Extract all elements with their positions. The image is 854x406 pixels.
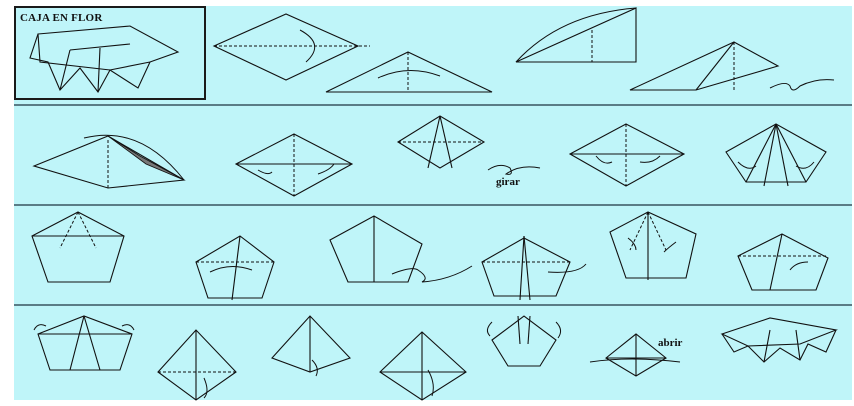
step-12-hexagon-turn <box>330 216 472 282</box>
step-1-square-diamond <box>214 14 370 80</box>
step-14-hexagon-dashed <box>610 212 696 280</box>
step-15-hexagon-arrow <box>738 234 828 290</box>
step-17-pyramid <box>158 330 236 400</box>
step-16-petals-open <box>34 316 134 370</box>
step-2-triangle <box>326 52 492 92</box>
step-11-hexagon-fold <box>196 236 274 300</box>
step-8-square-base-back <box>570 124 684 186</box>
step-7-petal-folds <box>398 116 540 174</box>
finished-flower-box-thumbnail <box>30 26 178 92</box>
step-3-fold-up <box>516 8 636 62</box>
step-9-kite-folds <box>726 124 826 186</box>
step-20-petals-up <box>487 316 560 366</box>
step-10-hexagon <box>32 212 124 282</box>
step-21-open-box <box>590 334 680 376</box>
finished-flower-box <box>722 318 836 362</box>
step-13-center-point <box>482 236 586 300</box>
step-4-squash <box>630 42 834 90</box>
step-6-square-base <box>236 134 352 196</box>
step-19-pyramid-fold <box>380 332 466 400</box>
step-18-pyramid-flap <box>272 316 350 376</box>
step-5-fold-flap <box>34 135 184 188</box>
